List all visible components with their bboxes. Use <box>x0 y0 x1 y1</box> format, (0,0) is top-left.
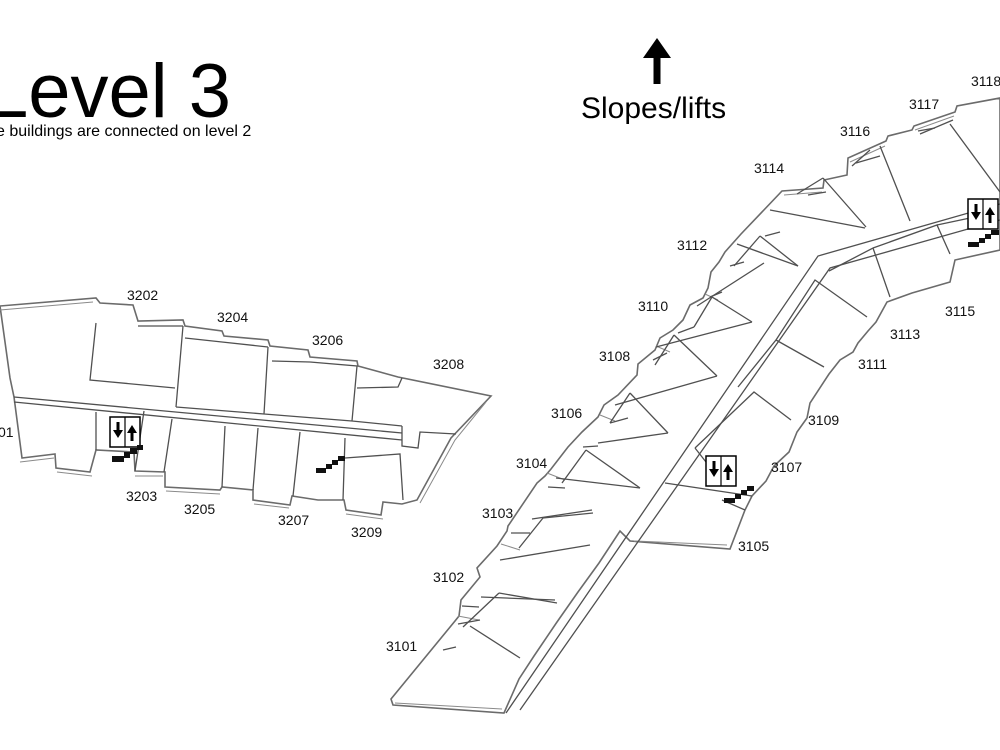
connection-note: e buildings are connected on level 2 <box>0 123 251 140</box>
room-label: 3108 <box>599 348 630 364</box>
room-label: 3105 <box>738 538 769 554</box>
elevator-icon <box>705 455 737 487</box>
room-label: 3109 <box>808 412 839 428</box>
arrow-up-icon <box>643 38 671 84</box>
room-label: 3107 <box>771 459 802 475</box>
room-label: 3209 <box>351 524 382 540</box>
room-label: 3207 <box>278 512 309 528</box>
right-building <box>390 97 1000 714</box>
room-label: 3112 <box>677 237 707 253</box>
room-label: 3111 <box>858 356 887 372</box>
room-label: 3202 <box>127 287 158 303</box>
room-label: 3118 <box>971 73 1000 89</box>
room-label: 3114 <box>754 160 784 176</box>
room-label: 3103 <box>482 505 513 521</box>
stairs-icon <box>316 456 345 473</box>
room-label: 3116 <box>840 123 870 139</box>
stairs-icon <box>724 486 754 503</box>
room-label: 3106 <box>551 405 582 421</box>
stairs-icon <box>968 230 999 247</box>
room-label: 3205 <box>184 501 215 517</box>
left-building <box>0 297 493 520</box>
room-label: 3115 <box>945 303 975 319</box>
left-building-outline <box>0 297 493 516</box>
room-label: 3204 <box>217 309 248 325</box>
room-label: 3113 <box>890 326 920 342</box>
room-label: 3203 <box>126 488 157 504</box>
room-label: 3102 <box>433 569 464 585</box>
room-label: 3208 <box>433 356 464 372</box>
slopes-lifts-label: Slopes/lifts <box>581 92 726 125</box>
stairs-icon <box>112 445 143 462</box>
room-label: 3110 <box>638 298 668 314</box>
room-label: 3104 <box>516 455 547 471</box>
elevator-icon <box>967 198 999 230</box>
room-label: 3101 <box>386 638 417 654</box>
room-label: 3117 <box>909 96 939 112</box>
room-label: 3206 <box>312 332 343 348</box>
level-title: Level 3 <box>0 49 231 134</box>
elevator-icon <box>109 416 141 448</box>
room-label: 01 <box>0 424 14 440</box>
